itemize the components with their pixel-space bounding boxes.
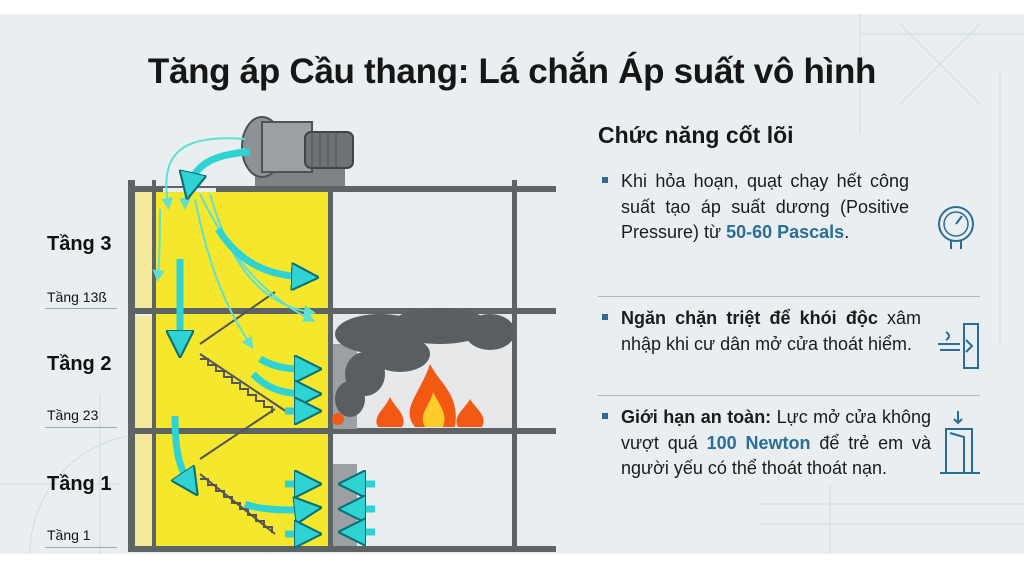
floor-sublabel-1: Tầng 1 — [47, 527, 91, 543]
floor-label-3: Tầng 3 — [47, 233, 112, 255]
slide: Tăng áp Cầu thang: Lá chắn Áp suất vô hì… — [0, 14, 1024, 554]
bullet-icon — [602, 314, 608, 320]
divider — [598, 395, 980, 396]
pressure-arrows — [175, 148, 375, 534]
floor-sublabel-3: Tầng 13ß — [47, 289, 107, 305]
floor-label-2: Tầng 2 — [47, 353, 112, 375]
core-functions-panel: Chức năng cốt lõi Khi hỏa hoạn, quạt chạ… — [598, 122, 988, 478]
bullet-icon — [602, 413, 608, 419]
stairwell-pressurization-diagram — [128, 116, 556, 552]
item-text: Ngăn chặn triệt để khói độc xâm nhập khi… — [621, 308, 921, 354]
door-force-icon — [940, 411, 980, 474]
fire-icon — [332, 364, 484, 427]
label-divider — [45, 427, 117, 428]
pressure-gauge-icon — [938, 206, 974, 249]
floor-sublabel-2: Tầng 23 — [47, 407, 99, 423]
label-divider — [45, 547, 117, 548]
air-blocking-door-icon — [938, 323, 979, 369]
floor-label-1: Tầng 1 — [47, 473, 112, 495]
stairs — [199, 291, 291, 535]
divider — [598, 296, 980, 297]
building-walls — [128, 180, 556, 552]
slide-title: Tăng áp Cầu thang: Lá chắn Áp suất vô hì… — [147, 52, 877, 91]
smoke-cloud — [335, 308, 515, 417]
item-text: Khi hỏa hoạn, quạt chạy hết công suất tạ… — [621, 171, 909, 242]
label-divider — [45, 308, 117, 309]
bullet-icon — [602, 177, 608, 183]
pressurization-fan — [241, 116, 354, 186]
item-text: Giới hạn an toàn: Lực mở cửa không vượt … — [621, 407, 932, 478]
panel-heading: Chức năng cốt lõi — [598, 122, 794, 148]
